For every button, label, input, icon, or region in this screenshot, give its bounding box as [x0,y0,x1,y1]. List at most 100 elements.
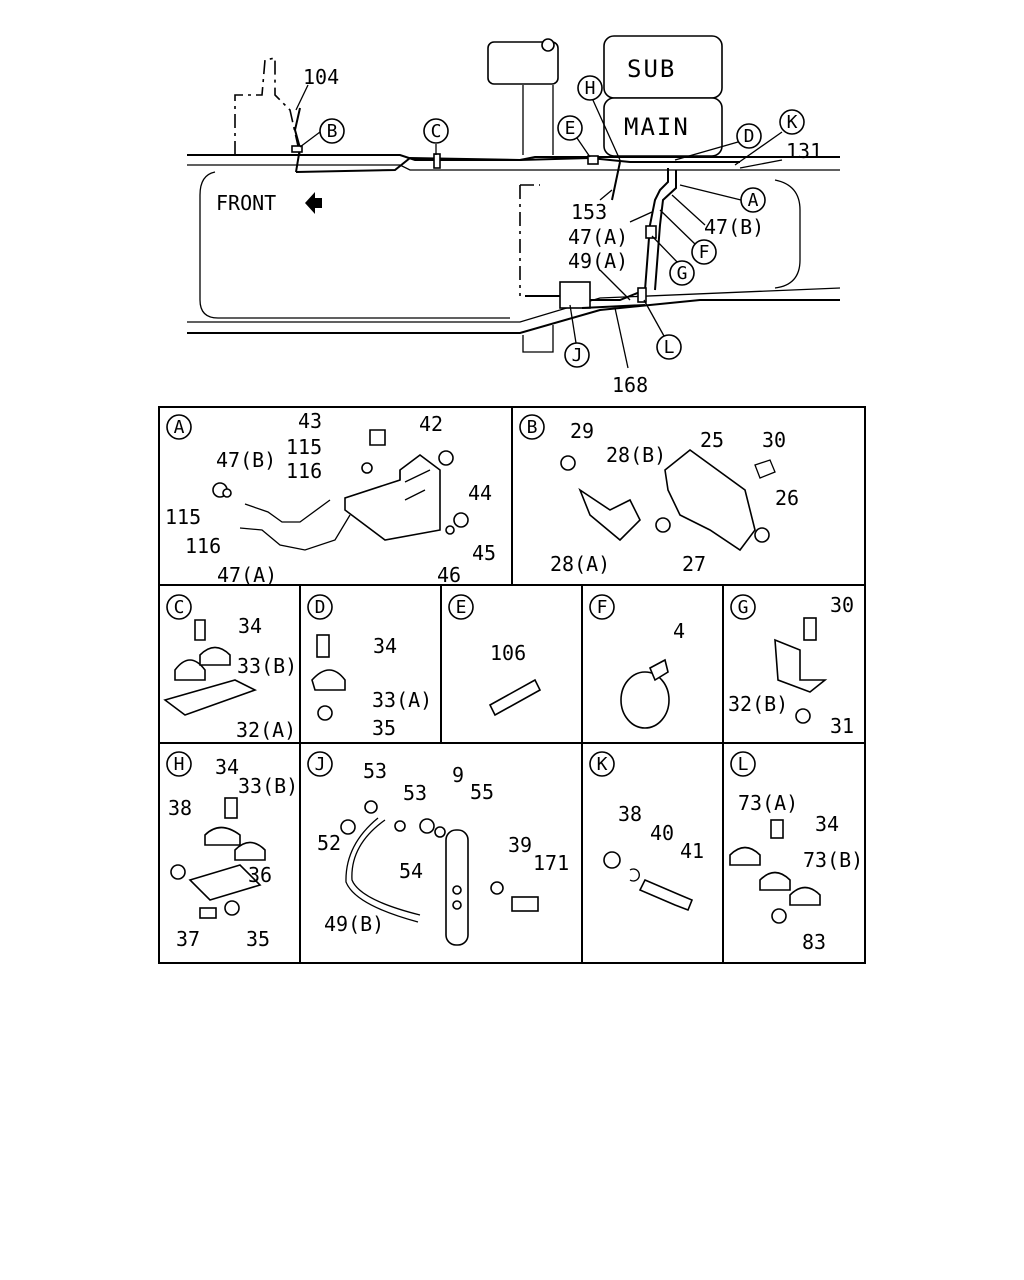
leader-47b [671,194,706,226]
svg-text:D: D [744,126,755,147]
label-26: 26 [775,486,799,510]
label-c-32a: 32(A) [236,718,296,742]
label-j-53a: 53 [363,759,387,783]
marker-a: A [740,187,766,213]
fuel-line-main [295,156,740,173]
label-25: 25 [700,428,724,452]
label-d-33a: 33(A) [372,688,432,712]
panel-f-id: F [597,597,608,618]
leader-e [576,137,591,158]
label-j-54: 54 [399,859,423,883]
panel-b-id: B [527,417,538,438]
label-h-33b: 33(B) [238,774,298,798]
marker-d: D [736,123,762,149]
leader-131 [739,159,783,169]
panel-e-id: E [456,597,467,618]
leader-g [651,235,681,266]
line-168 [581,304,646,309]
leader-h [591,97,621,161]
panel-l: L 73(A) 34 73(B) 83 [729,751,863,954]
label-30: 30 [762,428,786,452]
label-43: 43 [298,409,322,433]
frame-inner-right [774,179,801,289]
label-k-41: 41 [680,839,704,863]
connector-e [587,155,599,165]
callout-131: 131 [786,139,822,163]
label-j-52: 52 [317,831,341,855]
panel-j: J 53 9 53 55 52 39 171 54 49(B) [307,751,569,946]
svg-text:B: B [327,121,338,142]
label-h-36: 36 [248,863,272,887]
callout-49a: 49(A) [568,249,628,273]
fuel-line-47-2 [654,170,677,291]
fuel-line-47 [569,168,669,301]
marker-j: J [564,342,590,368]
label-116: 116 [185,534,221,558]
label-h-34: 34 [215,755,239,779]
leader-j [569,304,577,344]
label-h-37: 37 [176,927,200,951]
label-115: 115 [165,505,201,529]
svg-text:A: A [748,190,759,211]
label-28b: 28(B) [606,443,666,467]
marker-f: F [691,239,717,265]
front-arrow-icon [305,192,322,214]
panel-d: D 34 33(A) 35 [307,594,432,740]
bracket-bolt [541,38,555,52]
svg-text:H: H [585,78,596,99]
clip-b-marker [291,145,303,153]
label-l-73b: 73(B) [803,848,863,872]
main-tank [603,97,723,157]
marker-g: G [669,260,695,286]
leader-l [643,299,665,337]
label-42: 42 [419,412,443,436]
label-44: 44 [468,481,492,505]
label-h-38: 38 [168,796,192,820]
label-115-top: 115 [286,435,322,459]
label-29: 29 [570,419,594,443]
frame-rail-top-inner [187,164,840,171]
label-h-35: 35 [246,927,270,951]
svg-text:E: E [565,118,576,139]
marker-e: E [557,115,583,141]
label-l-83: 83 [802,930,826,954]
label-47b: 47(B) [216,448,276,472]
marker-l: L [656,334,682,360]
label-j-55: 55 [470,780,494,804]
label-27: 27 [682,552,706,576]
clip-l [637,287,647,303]
leader-104 [295,84,309,111]
svg-text:F: F [699,242,710,263]
label-j-53b: 53 [403,781,427,805]
label-c-34: 34 [238,614,262,638]
label-l-73a: 73(A) [738,791,798,815]
cab-outline [234,57,301,156]
marker-c: C [423,118,449,144]
svg-text:C: C [431,121,442,142]
connector-c [433,153,441,169]
panel-d-id: D [315,597,326,618]
label-j-9: 9 [452,763,464,787]
label-j-49b: 49(B) [324,912,384,936]
panel-l-id: L [738,754,749,775]
svg-text:K: K [787,112,798,133]
label-47a: 47(A) [217,563,277,587]
panel-b: B 29 28(B) 25 30 26 28(A) 27 [519,414,799,576]
label-k-40: 40 [650,821,674,845]
panel-a: A 43 42 115 116 44 47(B) 115 116 45 46 4… [165,409,496,587]
leader-k [734,131,783,166]
leader-d [674,141,739,161]
label-k-38: 38 [618,802,642,826]
label-j-171: 171 [533,851,569,875]
panel-f: F 4 [589,594,685,729]
svg-text:J: J [572,345,583,366]
marker-k: K [779,109,805,135]
panel-g: G 30 32(B) 31 [728,593,854,738]
filter-assembly [559,281,591,309]
panel-j-id: J [315,754,326,775]
leader-b [299,131,321,148]
label-g-32b: 32(B) [728,692,788,716]
leader-f [659,209,697,246]
label-l-34: 34 [815,812,839,836]
